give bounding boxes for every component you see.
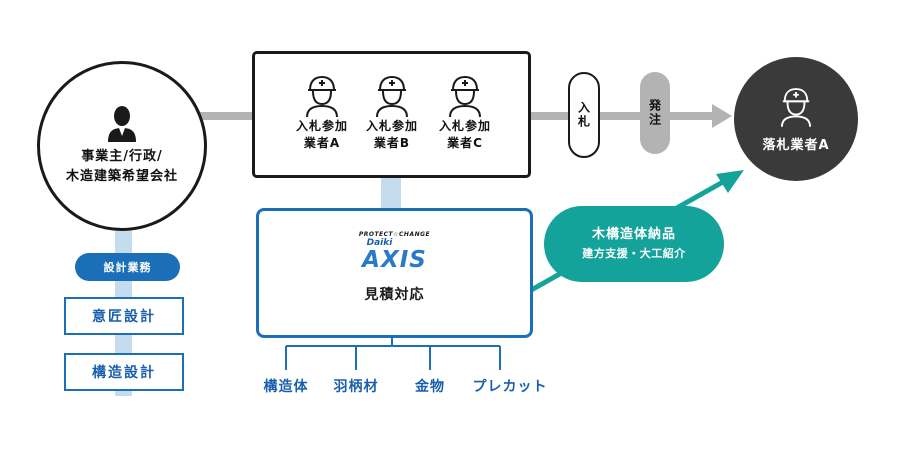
material-structure: 構造体 bbox=[263, 379, 309, 395]
axis-tagline: PROTECT☆CHANGE bbox=[358, 231, 431, 238]
bidder-c-label-2: 業者C bbox=[447, 136, 483, 150]
axis-service-label: 見積対応 bbox=[364, 287, 425, 303]
bidder-b-label-2: 業者B bbox=[373, 136, 411, 150]
bidder-a-label-2: 業者A bbox=[303, 136, 341, 150]
worker-helmet-icon bbox=[449, 75, 481, 118]
bidder-c-label-1: 入札参加 bbox=[438, 119, 491, 133]
connector-bidders-axis bbox=[381, 171, 401, 210]
worker-helmet-icon bbox=[376, 75, 408, 118]
material-hardware: 金物 bbox=[415, 379, 445, 395]
businessman-icon bbox=[108, 106, 136, 142]
order-step-pill: 発注 bbox=[640, 72, 670, 154]
worker-helmet-icon bbox=[780, 87, 812, 127]
bidder-a-label-1: 入札参加 bbox=[295, 119, 348, 133]
delivery-label-1: 木構造体納品 bbox=[591, 227, 676, 242]
owner-label-1: 事業主/行政/ bbox=[81, 149, 163, 164]
arrowhead-teal bbox=[716, 170, 744, 193]
winner-node: 落札業者A bbox=[734, 57, 858, 181]
winner-label: 落札業者A bbox=[762, 137, 830, 153]
bid-step-pill: 入札 bbox=[568, 72, 600, 158]
axis-service-box: PROTECT☆CHANGE Daiki AXIS 見積対応 bbox=[256, 208, 533, 338]
design-item-structural: 構造設計 bbox=[64, 353, 184, 391]
bidder-b: 入札参加 業者B bbox=[352, 74, 432, 152]
material-precut: プレカット bbox=[472, 379, 548, 395]
bidder-c: 入札参加 業者C bbox=[425, 74, 505, 152]
design-work-badge: 設計業務 bbox=[75, 253, 180, 281]
worker-helmet-icon bbox=[306, 75, 338, 118]
owner-node: 事業主/行政/ 木造建築希望会社 bbox=[37, 61, 207, 231]
owner-label-2: 木造建築希望会社 bbox=[65, 169, 178, 184]
bid-step-label: 入札 bbox=[576, 101, 591, 129]
bidder-a: 入札参加 業者A bbox=[282, 74, 362, 152]
axis-brand-small: Daiki bbox=[366, 238, 393, 248]
material-lumber: 羽柄材 bbox=[333, 379, 379, 395]
bidders-box: 入札参加 業者A 入札参加 業者B 入札参加 業者C bbox=[252, 51, 531, 178]
order-step-label: 発注 bbox=[647, 99, 662, 127]
bidder-b-label-1: 入札参加 bbox=[365, 119, 418, 133]
delivery-badge: 木構造体納品 建方支援・大工紹介 bbox=[544, 206, 724, 282]
arrowhead-to-winner bbox=[712, 104, 732, 128]
axis-logo: AXIS bbox=[362, 247, 427, 273]
delivery-label-2: 建方支援・大工紹介 bbox=[582, 247, 686, 260]
design-item-architectural: 意匠設計 bbox=[64, 297, 184, 335]
